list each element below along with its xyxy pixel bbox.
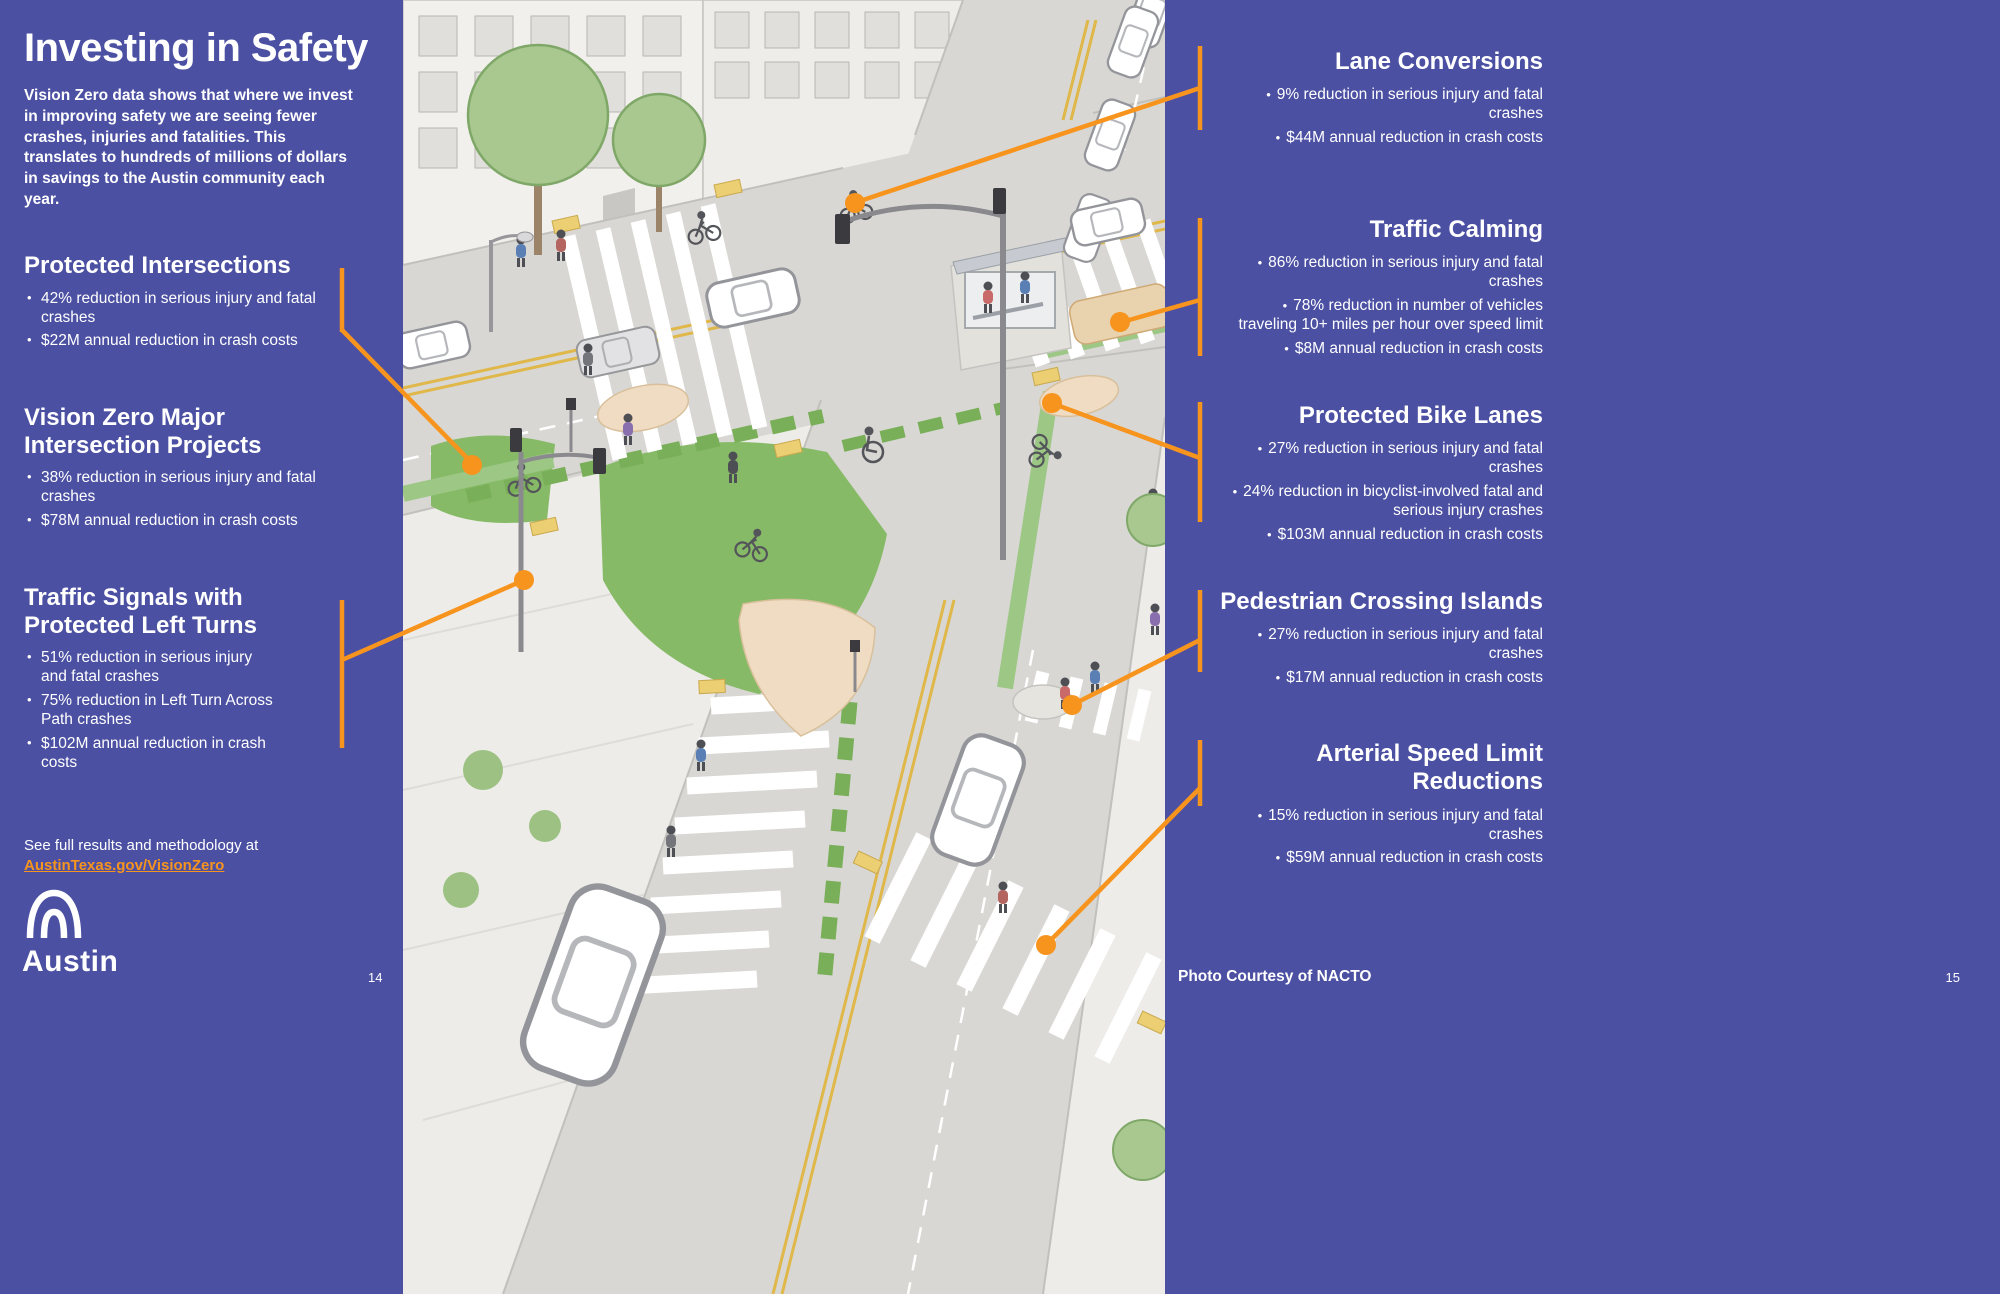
corner-islands	[597, 283, 1165, 737]
stat-bullet: 27% reduction in serious injury and fata…	[1229, 626, 1543, 664]
stat-bullet: 9% reduction in serious injury and fatal…	[1229, 86, 1543, 124]
stat-bullet: $78M annual reduction in crash costs	[24, 512, 342, 531]
methodology-text: See full results and methodology at	[24, 837, 259, 854]
street-lamp	[489, 231, 534, 332]
stat-list: 15% reduction in serious injury and fata…	[1229, 807, 1543, 869]
wheelchair-user	[861, 426, 885, 464]
street-scene	[403, 0, 1165, 1294]
stat-list: 9% reduction in serious injury and fatal…	[1229, 86, 1543, 148]
stat-bullet: 75% reduction in Left Turn Across Path c…	[24, 692, 276, 730]
stat-list: 86% reduction in serious injury and fata…	[1229, 254, 1543, 359]
silver-car	[575, 325, 661, 379]
tactile-pads	[529, 178, 1165, 1035]
bus-shelter	[950, 237, 1072, 371]
stat-list: 38% reduction in serious injury and fata…	[24, 469, 342, 531]
austin-wordmark: Austin	[22, 945, 119, 978]
section-heading: Protected Bike Lanes	[1298, 402, 1543, 429]
stat-bullet: $8M annual reduction in crash costs	[1229, 340, 1543, 359]
stat-bullet: 38% reduction in serious injury and fata…	[24, 469, 342, 507]
stat-bullet: 51% reduction in serious injury and fata…	[24, 649, 276, 687]
stat-bullet: $22M annual reduction in crash costs	[24, 332, 342, 351]
section-heading: Vision Zero Major Intersection Projects	[24, 404, 262, 459]
section-traffic-calming: Traffic Calming 86% reduction in serious…	[1207, 216, 1543, 364]
right-panel: Lane Conversions 9% reduction in serious…	[1165, 0, 2000, 1294]
stat-bullet: 78% reduction in number of vehicles trav…	[1229, 297, 1543, 335]
section-protected-bike-lanes: Protected Bike Lanes 27% reduction in se…	[1207, 402, 1543, 550]
stat-list: 27% reduction in serious injury and fata…	[1229, 440, 1543, 545]
stat-list: 27% reduction in serious injury and fata…	[1229, 626, 1543, 688]
methodology-link[interactable]: AustinTexas.gov/VisionZero	[24, 856, 225, 874]
photo-credit: Photo Courtesy of NACTO	[1178, 968, 1372, 985]
intersection-illustration	[403, 0, 1165, 1294]
left-panel: Investing in Safety Vision Zero data sho…	[0, 0, 403, 1294]
section-traffic-signals-protected-left-turns: Traffic Signals with Protected Left Turn…	[24, 584, 342, 778]
section-arterial-speed-limit-reductions: Arterial Speed Limit Reductions 15% redu…	[1207, 740, 1543, 873]
page-title: Investing in Safety	[24, 26, 368, 70]
page-number-right: 15	[1945, 970, 1960, 985]
stat-list: 42% reduction in serious injury and fata…	[24, 290, 342, 352]
section-vision-zero-major-intersections: Vision Zero Major Intersection Projects …	[24, 404, 342, 536]
stat-bullet: 42% reduction in serious injury and fata…	[24, 290, 342, 328]
stat-bullet: $59M annual reduction in crash costs	[1229, 849, 1543, 868]
vehicles	[403, 0, 1165, 1092]
stat-list: 51% reduction in serious injury and fata…	[24, 649, 342, 772]
section-pedestrian-crossing-islands: Pedestrian Crossing Islands 27% reductio…	[1207, 588, 1543, 693]
intro-paragraph: Vision Zero data shows that where we inv…	[24, 87, 353, 208]
methodology-note: See full results and methodology at Aust…	[24, 836, 258, 875]
stat-bullet: 27% reduction in serious injury and fata…	[1229, 440, 1543, 478]
pedestrians	[514, 228, 1162, 915]
section-heading: Traffic Calming	[1369, 216, 1543, 243]
section-lane-conversions: Lane Conversions 9% reduction in serious…	[1207, 48, 1543, 153]
section-heading: Protected Intersections	[24, 252, 291, 279]
stat-bullet: 24% reduction in bicyclist-involved fata…	[1229, 483, 1543, 521]
stat-bullet: $17M annual reduction in crash costs	[1229, 669, 1543, 688]
stat-bullet: $44M annual reduction in crash costs	[1229, 129, 1543, 148]
stat-bullet: $103M annual reduction in crash costs	[1229, 526, 1543, 545]
section-heading: Arterial Speed Limit Reductions	[1316, 740, 1543, 796]
page-number-left: 14	[368, 970, 383, 985]
section-heading: Traffic Signals with Protected Left Turn…	[24, 584, 257, 639]
stat-bullet: $102M annual reduction in crash costs	[24, 735, 276, 773]
section-protected-intersections: Protected Intersections 42% reduction in…	[24, 252, 342, 356]
stat-bullet: 86% reduction in serious injury and fata…	[1229, 254, 1543, 292]
trees	[443, 43, 1165, 1181]
stat-bullet: 15% reduction in serious injury and fata…	[1229, 807, 1543, 845]
section-heading: Lane Conversions	[1334, 48, 1543, 75]
austin-logo-mark-icon	[26, 889, 82, 939]
austin-logo: Austin	[22, 888, 118, 979]
section-heading: Pedestrian Crossing Islands	[1220, 588, 1543, 615]
